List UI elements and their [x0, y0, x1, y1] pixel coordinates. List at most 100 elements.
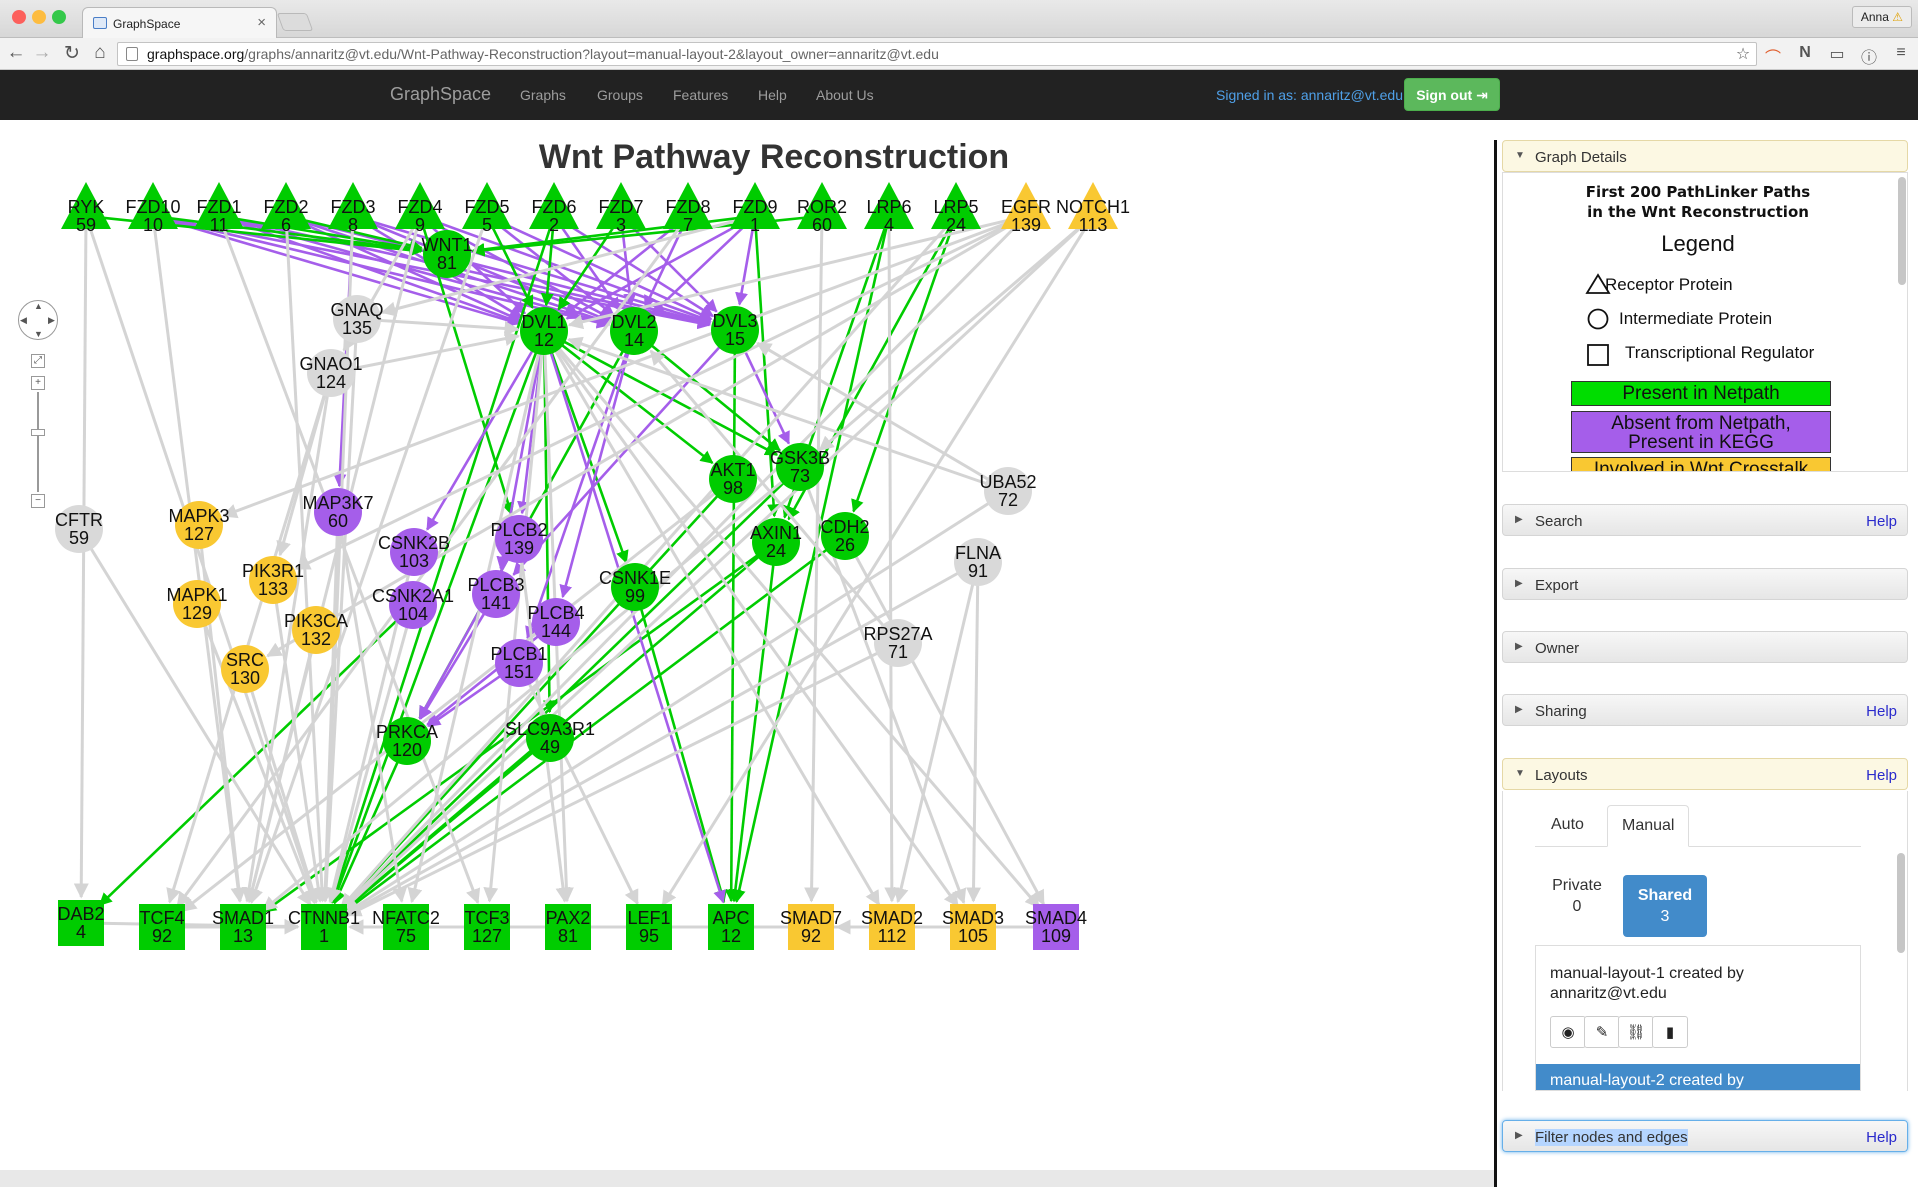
brand-link[interactable]: GraphSpace: [390, 84, 492, 104]
edge-PLCB1-LEF1[interactable]: [522, 671, 639, 906]
cast-icon[interactable]: ▭: [1829, 46, 1845, 63]
edge-FZD7-DVL1[interactable]: [557, 223, 617, 311]
search-header[interactable]: ▶ Search Help: [1502, 504, 1908, 536]
edge-MAP3K7-NFATC2[interactable]: [338, 521, 408, 903]
tab-manual[interactable]: Manual: [1607, 805, 1690, 847]
edge-GNAQ-DVL1[interactable]: [366, 318, 520, 336]
edge-GSK3B-SMAD1[interactable]: [261, 472, 794, 912]
edge-EGFR-SRC[interactable]: [266, 219, 1019, 658]
pan-left-icon[interactable]: ◀: [20, 315, 27, 325]
edge-NOTCH1-LEF1[interactable]: [661, 223, 1089, 907]
zoom-in-icon[interactable]: +: [31, 376, 45, 390]
edge-MAPK1-CTNNB1[interactable]: [199, 612, 317, 905]
edge-FZD9-GNAQ[interactable]: [380, 217, 746, 317]
back-arrow-icon[interactable]: ←: [6, 42, 26, 63]
nav-help[interactable]: Help: [758, 87, 787, 103]
edge-FZD10-DVL1[interactable]: [162, 217, 521, 327]
edge-DVL1-CTNNB1[interactable]: [330, 339, 542, 904]
edge-FLNA-SMAD3[interactable]: [966, 571, 982, 903]
sharing-help-link[interactable]: Help: [1866, 703, 1897, 720]
edge-FZD9-AXIN1[interactable]: [754, 225, 781, 518]
sign-out-button[interactable]: Sign out ⇥: [1404, 78, 1500, 111]
edge-DVL1-AKT1[interactable]: [551, 336, 714, 464]
reload-icon[interactable]: ↻: [64, 43, 80, 64]
edge-CDH2-CTNNB1[interactable]: [343, 540, 838, 913]
sharing-header[interactable]: ▶ Sharing Help: [1502, 694, 1908, 726]
edge-FZD7-DVL3[interactable]: [627, 222, 718, 313]
edge-FLNA-CTNNB1[interactable]: [345, 565, 970, 916]
edge-DVL1-TCF3[interactable]: [483, 340, 545, 903]
filter-header[interactable]: ▶ Filter nodes and edges Help: [1502, 1120, 1908, 1152]
new-tab-button[interactable]: [276, 13, 314, 31]
edge-DVL1-SMAD3[interactable]: [548, 338, 960, 908]
bookmark-icon[interactable]: ▮: [1652, 1016, 1688, 1048]
edge-FZD9-DVL2[interactable]: [651, 221, 749, 315]
edge-AKT1-CTNNB1[interactable]: [340, 485, 728, 909]
edge-FZD4-SMAD1[interactable]: [245, 225, 420, 904]
edge-PRKCA-CTNNB1[interactable]: [333, 749, 405, 905]
edge-UBA52-DVL3[interactable]: [756, 341, 1001, 488]
pan-right-icon[interactable]: ▶: [48, 315, 55, 325]
layout-item-1[interactable]: manual-layout-1 created by annaritz@vt.e…: [1550, 965, 1744, 1002]
edge-DVL1-CSNK1E[interactable]: [546, 339, 629, 564]
layouts-scrollbar[interactable]: [1897, 853, 1905, 953]
pan-up-icon[interactable]: ▲: [34, 301, 43, 311]
panel-divider[interactable]: [1494, 140, 1497, 1187]
edge-FZD8-DVL1[interactable]: [563, 221, 681, 316]
edge-GNAO1-TCF4[interactable]: [166, 382, 330, 904]
nav-features[interactable]: Features: [673, 87, 729, 103]
zoom-slider-handle[interactable]: [31, 429, 45, 436]
layouts-header[interactable]: ▼ Layouts Help: [1502, 758, 1908, 790]
pan-control[interactable]: ▲ ▼ ◀ ▶: [18, 300, 58, 340]
edge-DVL1-GSK3B[interactable]: [552, 334, 779, 456]
edge-ROR2-SMAD7[interactable]: [804, 225, 824, 903]
close-window-button[interactable]: [12, 10, 26, 24]
minimize-window-button[interactable]: [32, 10, 46, 24]
edge-EGFR-MAPK3[interactable]: [221, 218, 1018, 519]
edge-RPS27A-DVL2[interactable]: [649, 349, 893, 637]
edge-CSNK2A1-CTNNB1[interactable]: [327, 614, 412, 904]
edge-DVL1-NFATC2[interactable]: [407, 340, 544, 904]
private-label[interactable]: Private: [1552, 877, 1602, 894]
edge-FZD5-DVL1[interactable]: [490, 224, 534, 309]
edge-SRC-CTNNB1[interactable]: [246, 678, 320, 904]
edge-FZD10-DVL2[interactable]: [162, 217, 610, 329]
edit-pencil-icon[interactable]: ✎: [1584, 1016, 1620, 1048]
edge-LRP6-APC[interactable]: [732, 225, 889, 903]
nav-groups[interactable]: Groups: [597, 87, 643, 103]
edge-UBA52-DVL1[interactable]: [567, 336, 1000, 490]
edge-DVL3-GSK3B[interactable]: [738, 338, 791, 445]
edge-PLCB3-PRKCA[interactable]: [419, 601, 492, 720]
